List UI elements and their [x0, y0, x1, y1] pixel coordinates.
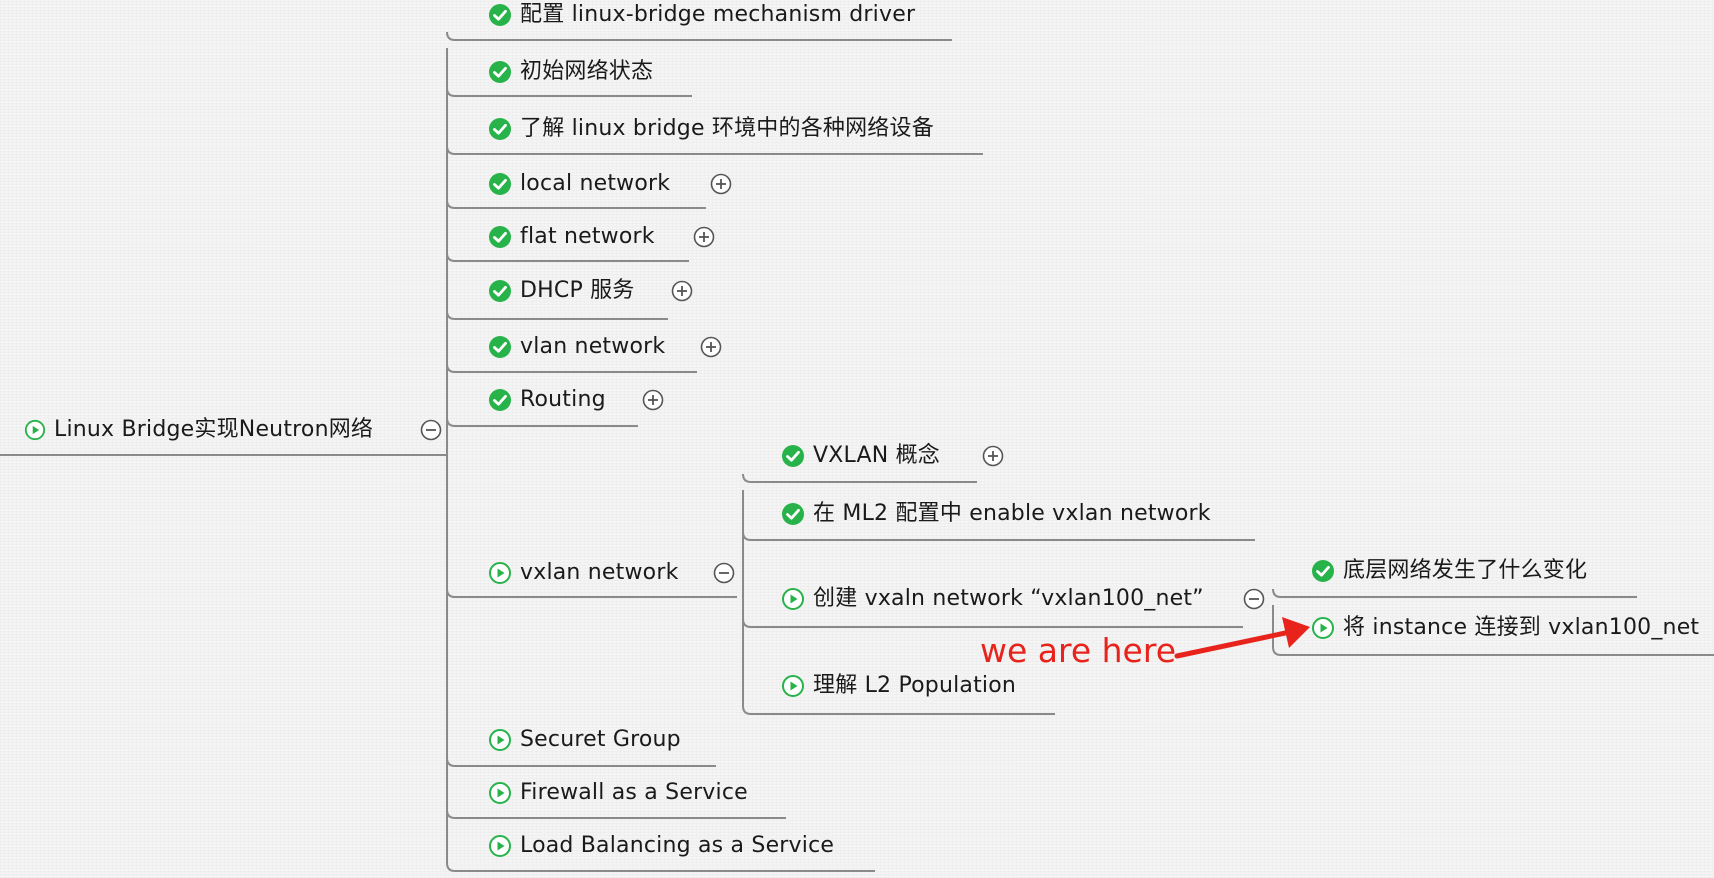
vxlan-child-label: 在 ML2 配置中 enable vxlan network	[813, 501, 1211, 526]
vxlan-child-label: VXLAN 概念	[813, 443, 940, 468]
branch-label: vlan network	[520, 334, 666, 359]
branch-label: flat network	[520, 224, 655, 249]
branch-vlan-network[interactable]: vlan network	[488, 332, 665, 362]
create-child-label: 将 instance 连接到 vxlan100_net	[1343, 615, 1700, 640]
check-circle-icon	[489, 389, 511, 411]
create-child-underlay-change[interactable]: 底层网络发生了什么变化	[1311, 556, 1587, 586]
play-circle-icon	[489, 782, 511, 804]
branch-label: Firewall as a Service	[520, 780, 748, 805]
expand-toggle-routing[interactable]	[642, 389, 664, 411]
vxlan-child-concept[interactable]: VXLAN 概念	[781, 441, 940, 471]
play-circle-icon	[24, 419, 46, 441]
connector-branch-10	[446, 809, 786, 819]
branch-security-group[interactable]: Securet Group	[488, 725, 681, 755]
collapse-toggle-vxlan-network[interactable]	[713, 562, 735, 584]
vxlan-child-enable-ml2[interactable]: 在 ML2 配置中 enable vxlan network	[781, 499, 1211, 529]
connector-create-child-1	[1272, 646, 1714, 656]
vxlan-child-create-network[interactable]: 创建 vxaln network “vxlan100_net”	[781, 584, 1204, 614]
branch-dhcp-service[interactable]: DHCP 服务	[488, 276, 635, 306]
vxlan-child-l2-population[interactable]: 理解 L2 Population	[781, 671, 1016, 701]
expand-toggle-local-network[interactable]	[710, 173, 732, 195]
connector-vxlan-child-0	[742, 473, 977, 483]
check-circle-icon	[489, 336, 511, 358]
branch-fwaas[interactable]: Firewall as a Service	[488, 778, 748, 808]
branch-network-devices[interactable]: 了解 linux bridge 环境中的各种网络设备	[488, 114, 934, 144]
root-node[interactable]: Linux Bridge实现Neutron网络	[24, 415, 373, 445]
expand-toggle-vlan-network[interactable]	[700, 336, 722, 358]
branch-label: 了解 linux bridge 环境中的各种网络设备	[520, 116, 934, 141]
vxlan-child-label: 理解 L2 Population	[813, 673, 1017, 698]
annotation-we-are-here: we are here	[980, 631, 1177, 670]
root-label: Linux Bridge实现Neutron网络	[54, 417, 374, 442]
branch-lbaas[interactable]: Load Balancing as a Service	[488, 831, 834, 861]
connector-branch-3	[446, 199, 706, 209]
branch-local-network[interactable]: local network	[488, 169, 670, 199]
create-child-label: 底层网络发生了什么变化	[1343, 558, 1588, 583]
connector-vxlan-child-3	[742, 705, 1055, 715]
check-circle-icon	[489, 173, 511, 195]
check-circle-icon	[489, 118, 511, 140]
branch-initial-network-state[interactable]: 初始网络状态	[488, 57, 653, 87]
play-circle-icon	[489, 835, 511, 857]
check-circle-icon	[1312, 560, 1334, 582]
connector-branch-6	[446, 363, 697, 373]
connector-branch-2	[446, 145, 983, 155]
connector-create-child-0	[1272, 588, 1637, 598]
branch-vxlan-network[interactable]: vxlan network	[488, 558, 679, 588]
vxlan-child-label: 创建 vxaln network “vxlan100_net”	[813, 586, 1204, 611]
branch-configure-driver[interactable]: 配置 linux-bridge mechanism driver	[488, 0, 915, 30]
connector-branch-9	[446, 757, 716, 767]
expand-toggle-vxlan-concept[interactable]	[982, 445, 1004, 467]
connector-branch-7	[446, 417, 638, 427]
expand-toggle-flat-network[interactable]	[693, 226, 715, 248]
branch-routing[interactable]: Routing	[488, 385, 606, 415]
branch-label: vxlan network	[520, 560, 679, 585]
connector-branch-1	[446, 87, 692, 97]
branch-label: Routing	[520, 387, 606, 412]
play-circle-icon	[1312, 617, 1334, 639]
check-circle-icon	[489, 4, 511, 26]
check-circle-icon	[489, 61, 511, 83]
connector-vxlan-child-2	[742, 618, 1243, 628]
play-circle-icon	[489, 729, 511, 751]
collapse-toggle-root[interactable]	[420, 419, 442, 441]
branch-label: Securet Group	[520, 727, 681, 752]
connector-branch-11	[446, 862, 875, 872]
check-circle-icon	[782, 445, 804, 467]
expand-toggle-dhcp-service[interactable]	[671, 280, 693, 302]
branch-label: Load Balancing as a Service	[520, 833, 835, 858]
check-circle-icon	[489, 280, 511, 302]
branch-label: local network	[520, 171, 671, 196]
play-circle-icon	[489, 562, 511, 584]
create-child-connect-instance[interactable]: 将 instance 连接到 vxlan100_net	[1311, 613, 1699, 643]
check-circle-icon	[489, 226, 511, 248]
connector-vxlan-child-1	[742, 531, 1255, 541]
play-circle-icon	[782, 588, 804, 610]
connector-branch-0	[446, 31, 952, 41]
connector-branch-5	[446, 310, 668, 320]
connector-branch-4	[446, 252, 689, 262]
branch-label: 初始网络状态	[520, 59, 654, 84]
branch-flat-network[interactable]: flat network	[488, 222, 655, 252]
play-circle-icon	[782, 675, 804, 697]
connector-branch-8	[446, 588, 737, 598]
branch-label: DHCP 服务	[520, 278, 635, 303]
check-circle-icon	[782, 503, 804, 525]
branch-label: 配置 linux-bridge mechanism driver	[520, 2, 916, 27]
collapse-toggle-create-network[interactable]	[1243, 588, 1265, 610]
